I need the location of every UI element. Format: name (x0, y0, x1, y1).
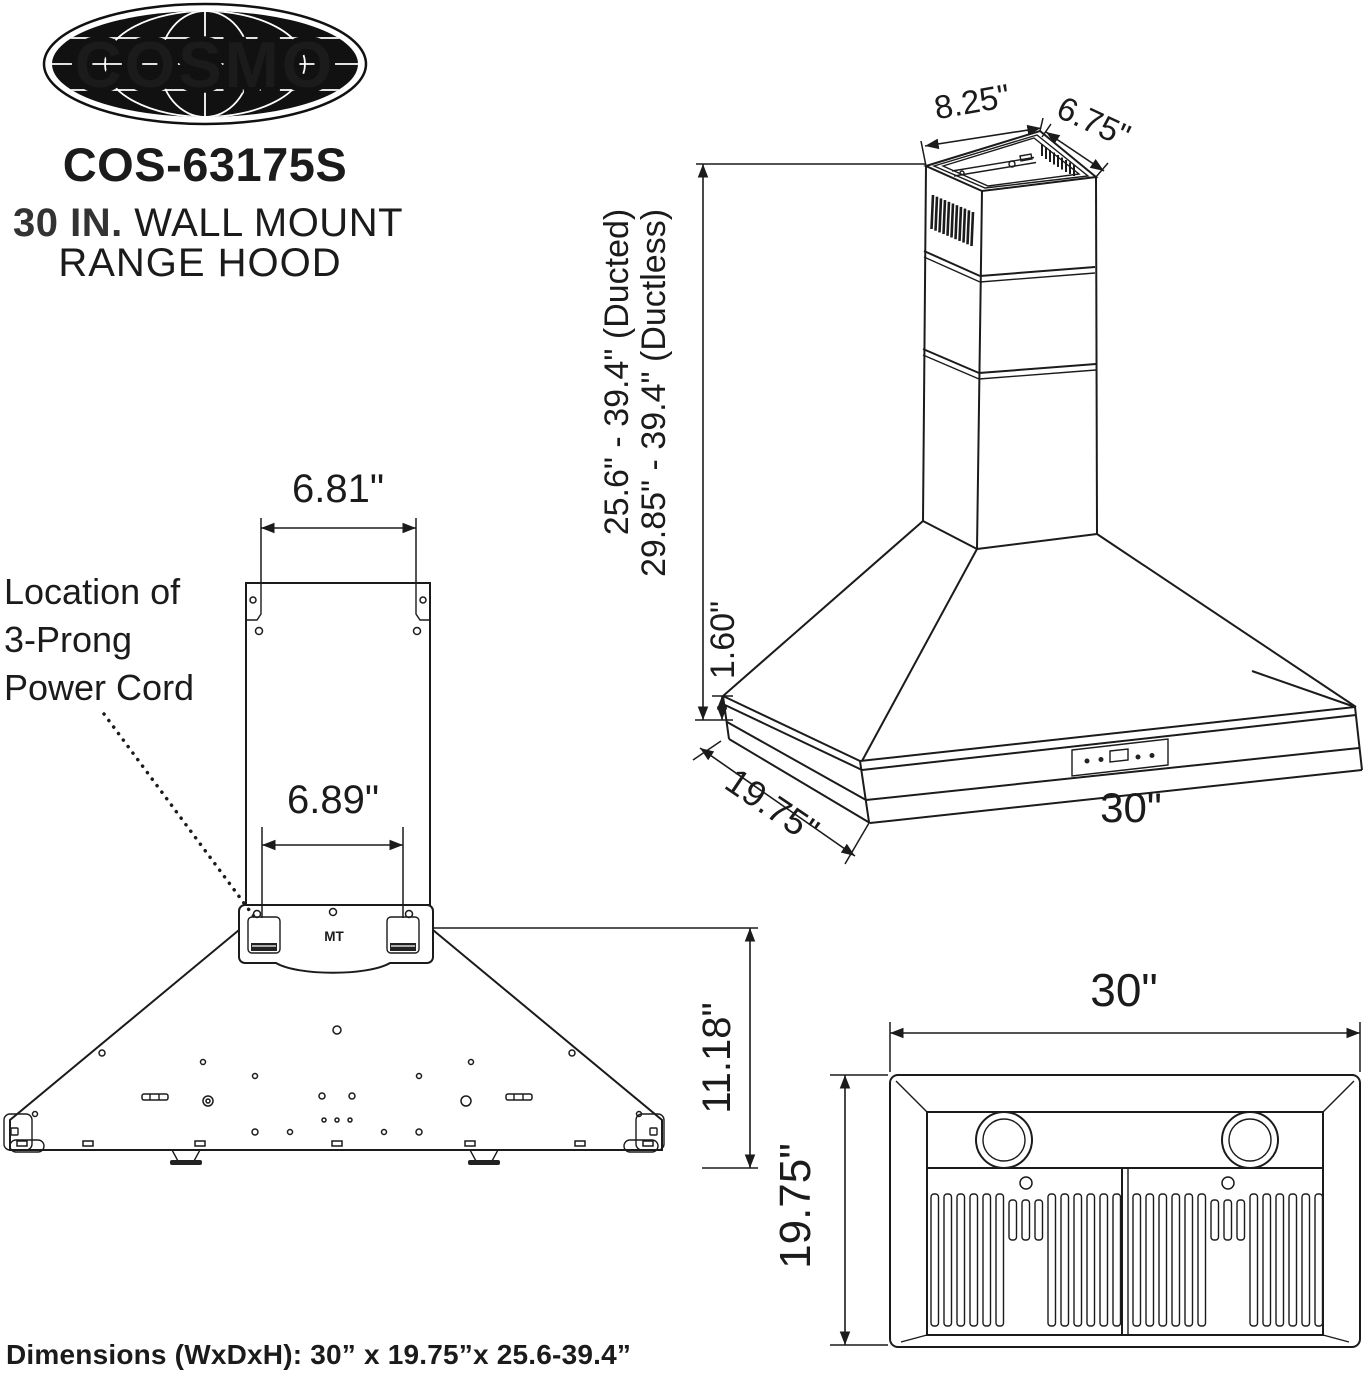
logo-text: COSMO (75, 28, 336, 101)
front-hood-body (3, 929, 665, 1165)
hood-pyramid (722, 520, 1357, 762)
note-leader-line (102, 712, 260, 924)
title-line2: RANGE HOOD (58, 241, 341, 285)
dim-height-ducted-label: 25.6" - 39.4" (Ducted) (598, 209, 636, 536)
title-rest: WALL MOUNT (123, 201, 403, 245)
title-line1: 30 IN. WALL MOUNT (13, 201, 403, 245)
note-line1: Location of (4, 571, 181, 612)
dim-lip-height-label: 1.60" (704, 601, 742, 679)
mounting-bracket: MT (238, 904, 434, 974)
filter-slats-left (930, 1193, 1122, 1327)
control-button (1135, 754, 1141, 760)
bottom-dimensions: 30" 19.75" (771, 964, 1361, 1346)
title-size: 30 IN. (13, 201, 123, 245)
chimney-vent-slats (930, 194, 975, 247)
bottom-view: 30" 19.75" (771, 964, 1361, 1348)
dim-height-ductless-label: 29.85" - 39.4" (Ductless) (635, 209, 673, 577)
duct-top-opening (923, 129, 1099, 193)
note-line2: 3-Prong (4, 619, 132, 660)
dim-width-label: 30" (1100, 784, 1162, 831)
dim-duct-width-label: 8.25" (931, 77, 1012, 127)
control-panel (1071, 738, 1169, 777)
power-cord-note: Location of 3-Prong Power Cord (4, 571, 260, 924)
control-button (1149, 753, 1155, 758)
model-number: COS-63175S (63, 138, 348, 191)
filter-slats-right (1132, 1193, 1324, 1327)
filter-knob-right (1221, 1176, 1235, 1190)
dim-bottom-width-label: 30" (1090, 964, 1158, 1016)
dim-hood-height-label: 11.18" (695, 1002, 739, 1113)
hood-holes (16, 1025, 654, 1147)
globe-grid-icon (52, 11, 358, 117)
dim-bottom-depth-label: 19.75" (771, 1143, 820, 1269)
light-right (1221, 1111, 1279, 1169)
note-line3: Power Cord (4, 667, 194, 708)
front-dimensions: 6.81" 6.89" 11.18" (260, 467, 758, 1169)
light-left (975, 1111, 1033, 1169)
dim-depth-label: 19.75" (718, 760, 826, 852)
hood-base (722, 670, 1363, 824)
isometric-view: 8.25" 6.75" 25.6" - 39.4" (Ducted) 29.85… (598, 77, 1363, 865)
front-view: MT (3, 467, 758, 1169)
logo-outer-ring (42, 2, 368, 126)
logo-text-halo: COSMO (75, 28, 336, 101)
control-button (1084, 758, 1090, 764)
dim-duct-opening-label: 6.81" (292, 467, 384, 511)
dim-bracket-spacing-label: 6.89" (287, 778, 379, 822)
filter-knob-left (1019, 1176, 1033, 1190)
control-display (1109, 748, 1129, 763)
control-button (1098, 757, 1104, 762)
chimney (922, 165, 1098, 550)
bracket-mark-label: MT (324, 929, 344, 944)
footer-dimensions-text: Dimensions (WxDxH): 30” x 19.75”x 25.6-3… (6, 1339, 631, 1370)
bottom-outer-frame (889, 1074, 1361, 1348)
brand-logo: COSMO COSMO (42, 2, 368, 126)
product-title: 30 IN. WALL MOUNT RANGE HOOD (13, 201, 403, 285)
